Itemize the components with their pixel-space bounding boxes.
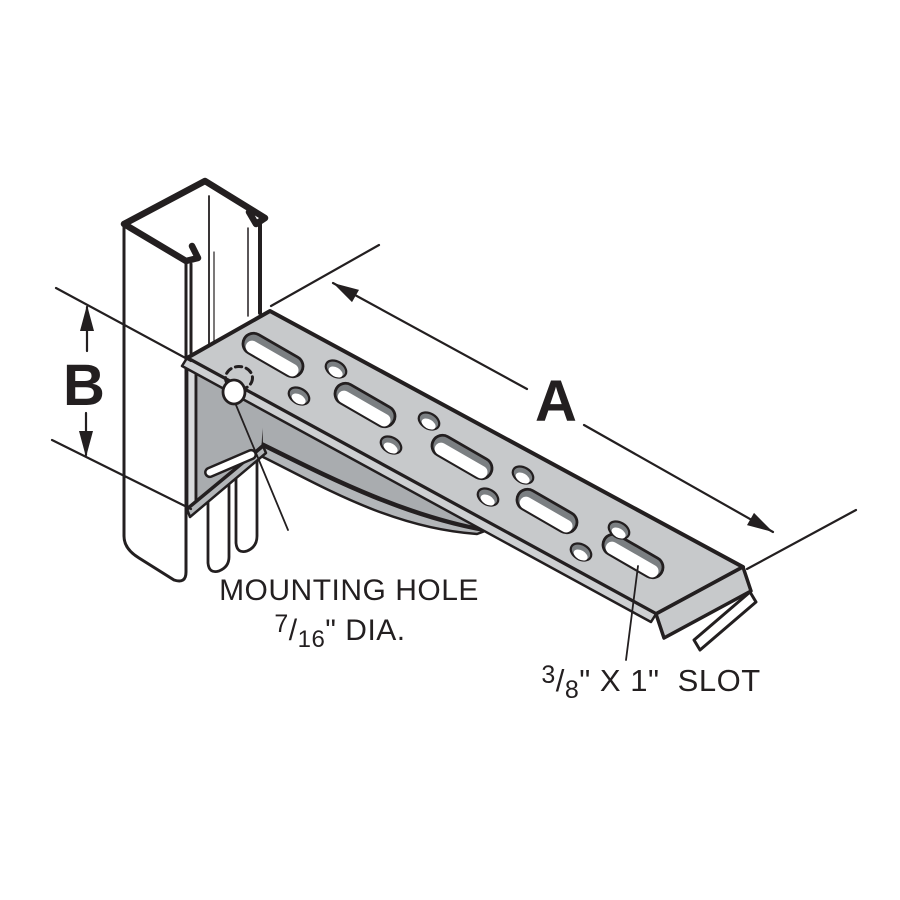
- arm-slot-4: [515, 487, 579, 535]
- slot-leader-line: [625, 565, 639, 661]
- arm-hole: [607, 520, 631, 540]
- dim-b-arrowhead-bottom-icon: [79, 431, 93, 457]
- mounting-hole-label: MOUNTING HOLE: [219, 574, 479, 607]
- strut-channel: [120, 177, 269, 583]
- slot-callout: 3/8" X 1" SLOT: [541, 565, 760, 704]
- arm-hole: [324, 359, 348, 379]
- dim-b-extension-line-bottom: [50, 438, 193, 511]
- arm-slot-5: [601, 532, 665, 580]
- gusset-hypotenuse-line: [261, 442, 489, 532]
- channel-interior-lines: [189, 195, 262, 355]
- dim-b-arrowhead-top-icon: [80, 305, 94, 331]
- dim-a-extension-line-start: [269, 243, 381, 308]
- gusset-edge-band: [261, 444, 487, 536]
- dim-b-label: B: [63, 353, 105, 418]
- arm-slot-1: [241, 331, 305, 379]
- arm-tip-hem: [692, 590, 758, 652]
- mounting-hole-hidden-outline: [224, 365, 254, 391]
- mounting-hole-leader-line: [235, 404, 289, 531]
- dim-a-arrowhead-end-icon: [747, 512, 773, 532]
- arm-hole: [379, 435, 403, 455]
- mounting-hole-callout: MOUNTING HOLE 7/16" DIA.: [219, 365, 479, 653]
- dim-a-label: A: [535, 369, 577, 434]
- arm-slots: [241, 331, 665, 580]
- dim-a-extension-line-end: [745, 508, 858, 571]
- arm-front-edge-band: [180, 356, 658, 624]
- bracket: [180, 309, 758, 652]
- dim-b-extension-line-top: [54, 286, 193, 363]
- arm-slot-3: [430, 433, 494, 481]
- arm-slot-2: [333, 381, 397, 429]
- dimension-b: B: [50, 286, 193, 511]
- dim-a-arrowhead-start-icon: [333, 283, 359, 303]
- mounting-hole-size-label: 7/16" DIA.: [274, 610, 405, 653]
- arm-hole: [569, 542, 593, 562]
- mounting-hole-opening: [221, 378, 247, 406]
- dim-a-line-lower: [582, 423, 775, 534]
- slot-size-label: 3/8" X 1" SLOT: [541, 661, 760, 704]
- arm-hole: [417, 411, 441, 431]
- arm-round-holes: [287, 359, 631, 562]
- arm-hole: [287, 386, 311, 406]
- dim-a-line-upper: [331, 281, 529, 391]
- channel-left-face: [122, 222, 188, 583]
- channel-profile: [120, 177, 269, 265]
- arm-hole: [476, 487, 500, 507]
- dimension-a: A: [269, 243, 858, 571]
- arm-hole: [511, 465, 535, 485]
